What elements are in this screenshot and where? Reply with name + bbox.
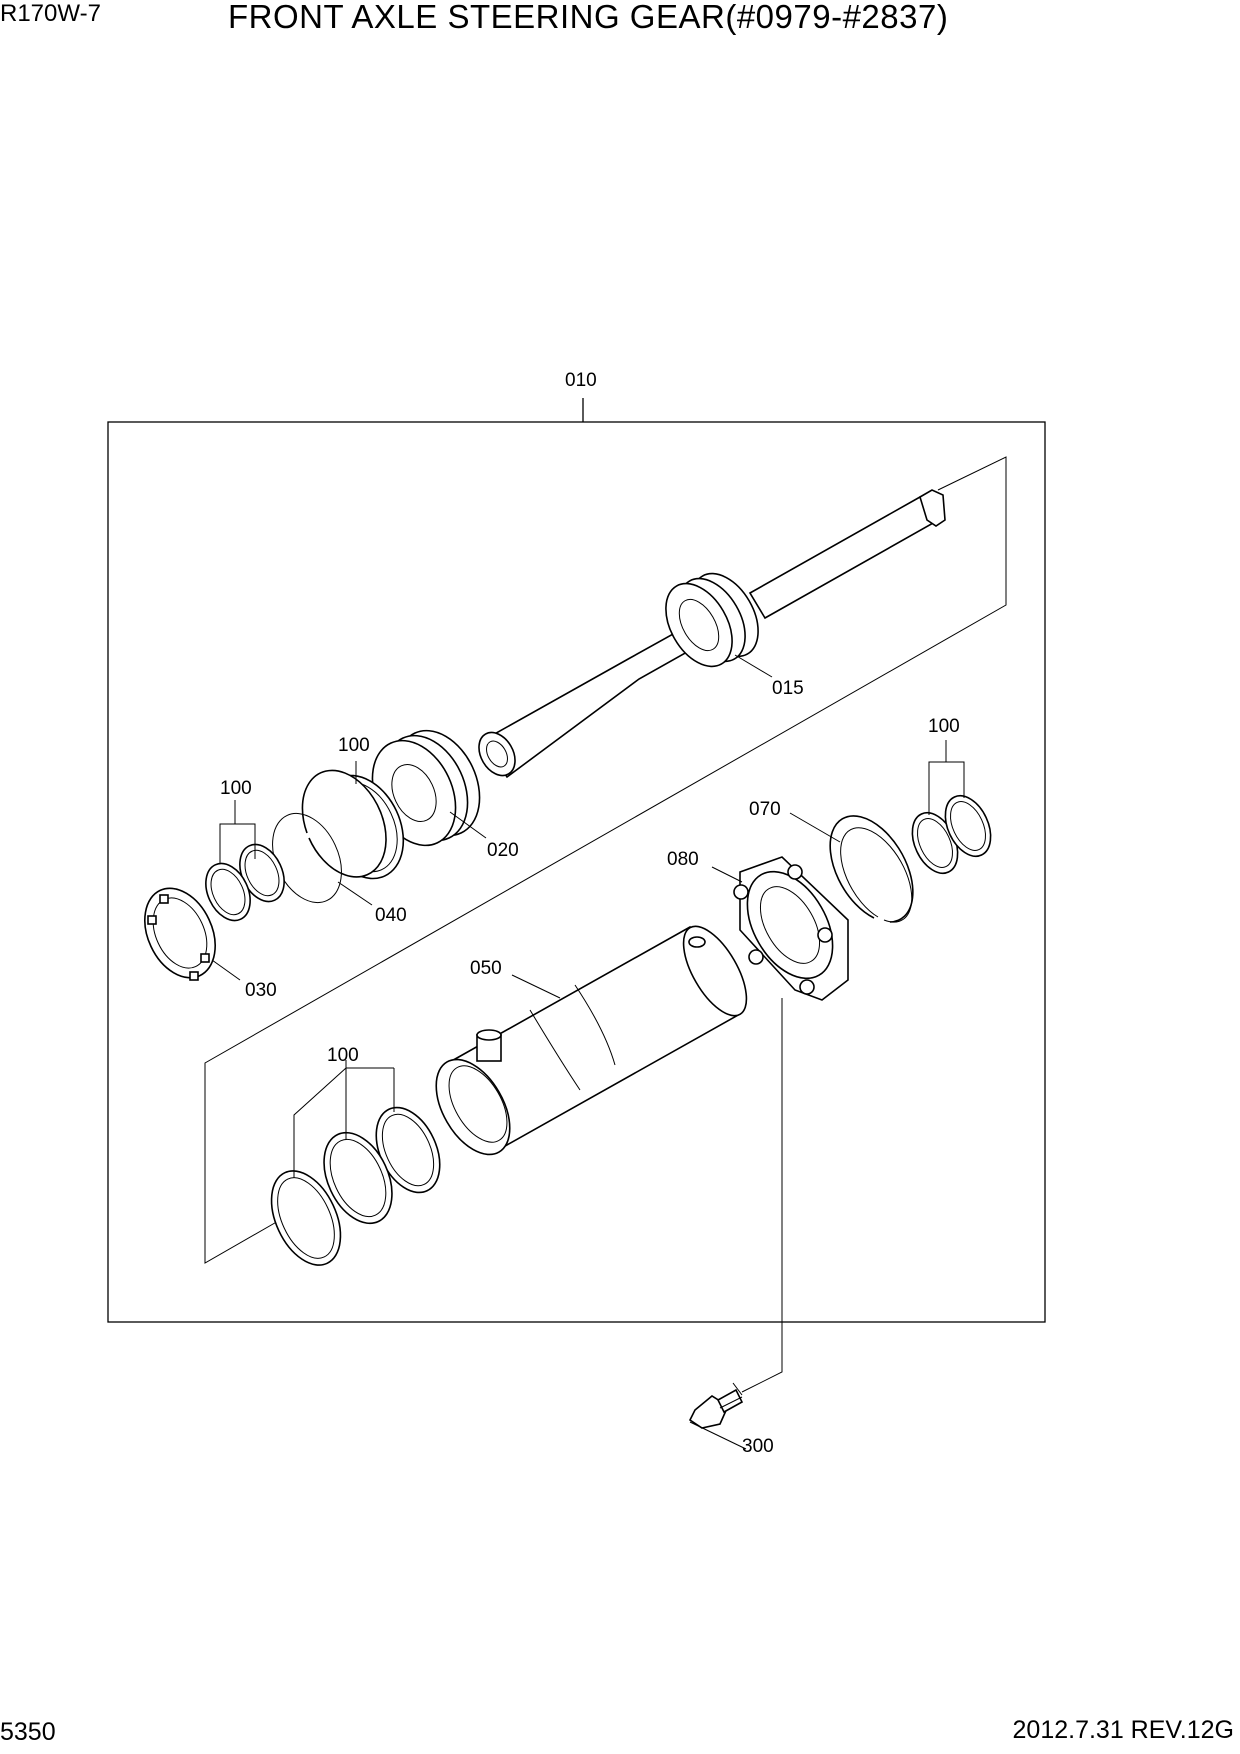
bolt-part [688, 1388, 744, 1429]
callout-010: 010 [565, 370, 597, 391]
seal-rings-right [911, 794, 992, 875]
seal-rings-bottom [270, 1106, 441, 1266]
callout-020: 020 [487, 840, 519, 861]
callout-015: 015 [772, 678, 804, 699]
tube-part [435, 925, 748, 1156]
callout-100-bottom: 100 [327, 1045, 359, 1066]
revision-date: 2012.7.31 REV.12G [1012, 1716, 1234, 1744]
page-number: 5350 [0, 1718, 56, 1746]
lock-washer-part [144, 887, 216, 981]
callout-100-right: 100 [928, 716, 960, 737]
assembly-plane-outline [204, 456, 1007, 1264]
seal-rings-left [205, 769, 405, 922]
ring-070-part [829, 815, 914, 923]
gland-part [733, 856, 849, 1001]
callout-100-left-upper: 100 [338, 735, 370, 756]
callout-070: 070 [749, 799, 781, 820]
callout-300: 300 [742, 1436, 774, 1457]
leader-lines [211, 654, 965, 1450]
assembly-frame [107, 421, 1046, 1323]
callout-080: 080 [667, 849, 699, 870]
callout-040: 040 [375, 905, 407, 926]
rod-part [478, 489, 946, 779]
model-code: R170W-7 [0, 0, 101, 27]
page-title: FRONT AXLE STEERING GEAR(#0979-#2837) [228, 0, 949, 35]
callout-050: 050 [470, 958, 502, 979]
piston-part [371, 729, 481, 847]
callout-030: 030 [245, 980, 277, 1001]
callout-100-left: 100 [220, 778, 252, 799]
